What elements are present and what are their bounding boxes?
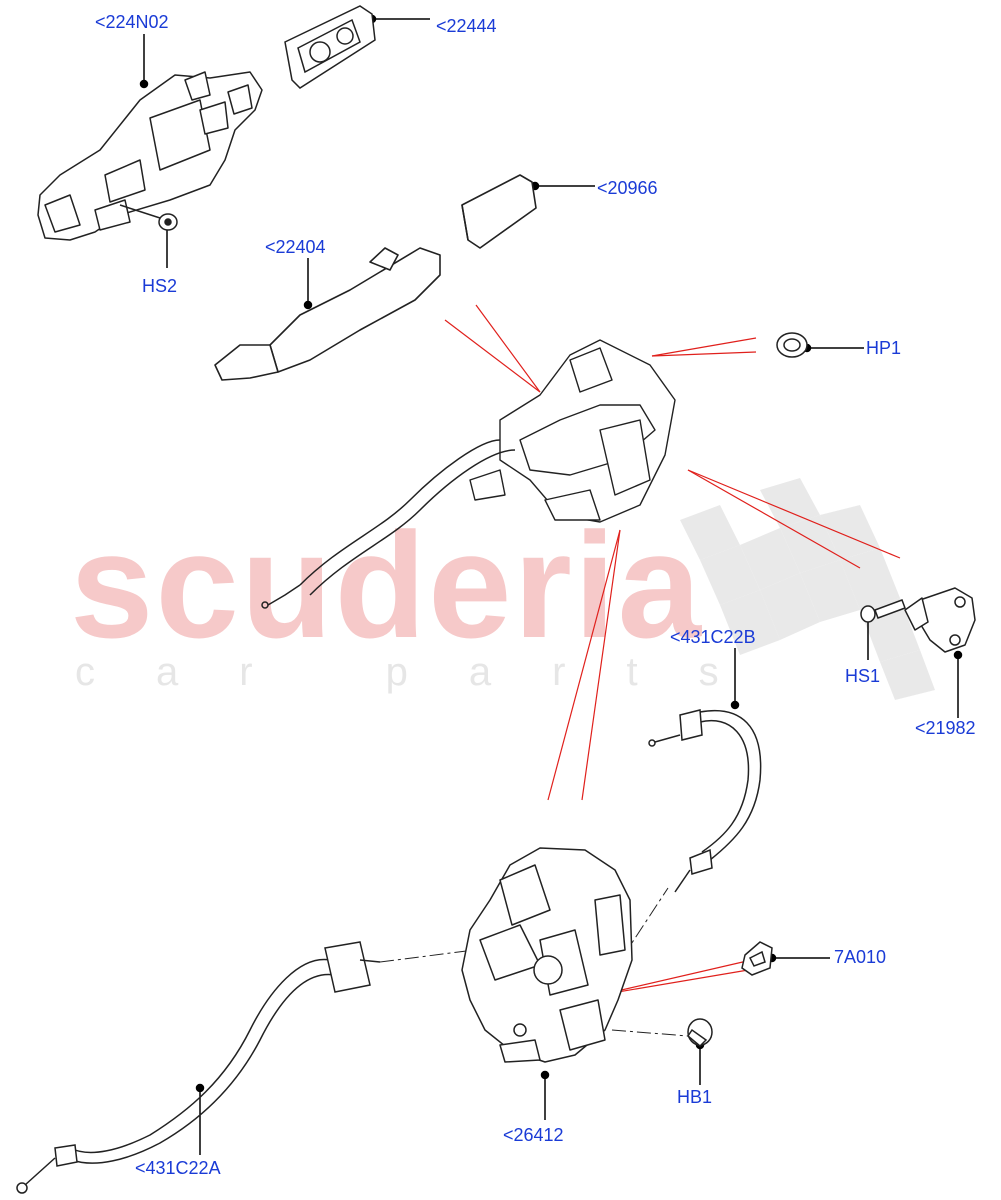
part-cable-431C22B (648, 709, 762, 893)
part-bolt-hb1 (687, 1018, 713, 1048)
watermark-brand: scuderia (70, 501, 703, 669)
label-HB1[interactable]: HB1 (677, 1087, 713, 1107)
part-handle-seal (284, 5, 376, 89)
guide-lines (444, 304, 901, 996)
bolt-hs2-part (119, 204, 178, 231)
part-key-cap-cover (461, 174, 537, 249)
part-plug-hp1 (776, 332, 808, 358)
part-grommet-7A010 (741, 941, 773, 976)
label-HS2[interactable]: HS2 (142, 276, 178, 296)
label-HP1[interactable]: HP1 (866, 338, 902, 358)
checkered-flag-watermark (680, 478, 935, 700)
leader-lines (139, 14, 963, 1155)
part-door-latch-26412 (461, 847, 633, 1063)
part-outer-handle (214, 247, 441, 381)
label-HS1[interactable]: HS1 (845, 666, 881, 686)
part-screw-hs1 (860, 599, 906, 623)
label-21982[interactable]: <21982 (915, 718, 976, 738)
part-striker (904, 587, 976, 653)
watermark-tagline: car parts (75, 650, 780, 694)
part-handle-bracket (37, 71, 263, 241)
part-release-cable-upper (261, 439, 516, 609)
label-431C22B[interactable]: <431C22B (670, 627, 756, 647)
part-handle-latch-assembly (469, 339, 676, 523)
label-22444[interactable]: <22444 (436, 16, 497, 36)
label-224N02[interactable]: <224N02 (95, 12, 169, 32)
label-20966[interactable]: <20966 (597, 178, 658, 198)
label-431C22A[interactable]: <431C22A (135, 1158, 221, 1178)
part-cable-431C22A (16, 941, 381, 1194)
label-26412[interactable]: <26412 (503, 1125, 564, 1145)
label-7A010[interactable]: 7A010 (834, 947, 887, 967)
label-22404[interactable]: <22404 (265, 237, 326, 257)
